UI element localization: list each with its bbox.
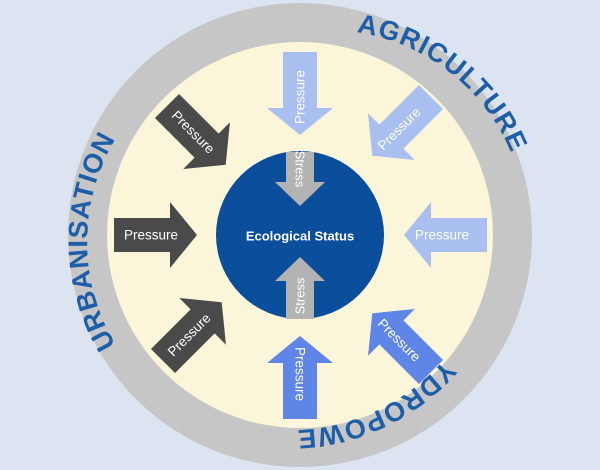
pressure-label: Pressure bbox=[415, 228, 469, 243]
arrow-down-icon bbox=[275, 152, 325, 206]
pressure-arrows: PressurePressurePressurePressurePressure… bbox=[114, 52, 487, 419]
arrow-down-icon bbox=[267, 52, 333, 135]
arrow-up-icon bbox=[275, 257, 325, 319]
arrow-right-icon bbox=[114, 202, 197, 268]
stress-label-bottom: Stress bbox=[293, 277, 308, 314]
arrow-down-right-icon bbox=[154, 93, 230, 169]
stress-arrow-top: Stress bbox=[275, 151, 325, 206]
center-circle bbox=[216, 151, 384, 319]
stress-arrow-bottom: Stress bbox=[275, 257, 325, 319]
arrow-left-icon bbox=[404, 202, 487, 268]
pressure-label: Pressure bbox=[293, 70, 308, 124]
arrow-up-left-icon bbox=[368, 309, 444, 385]
arrow-up-icon bbox=[267, 336, 333, 419]
pressure-arrow-agriculture: Pressure bbox=[267, 52, 333, 135]
pressure-arrow-hydropower: Pressure bbox=[267, 336, 333, 419]
ecological-status-label: Ecological Status bbox=[246, 229, 354, 244]
pressure-label: Pressure bbox=[293, 347, 308, 401]
pressure-arrow-agriculture: Pressure bbox=[404, 202, 487, 268]
stress-label-top: Stress bbox=[293, 151, 308, 188]
arrow-down-left-icon bbox=[368, 84, 444, 160]
arrow-up-right-icon bbox=[150, 298, 226, 374]
pressure-label: Pressure bbox=[124, 228, 178, 243]
pressure-arrow-urbanisation: Pressure bbox=[114, 202, 197, 268]
